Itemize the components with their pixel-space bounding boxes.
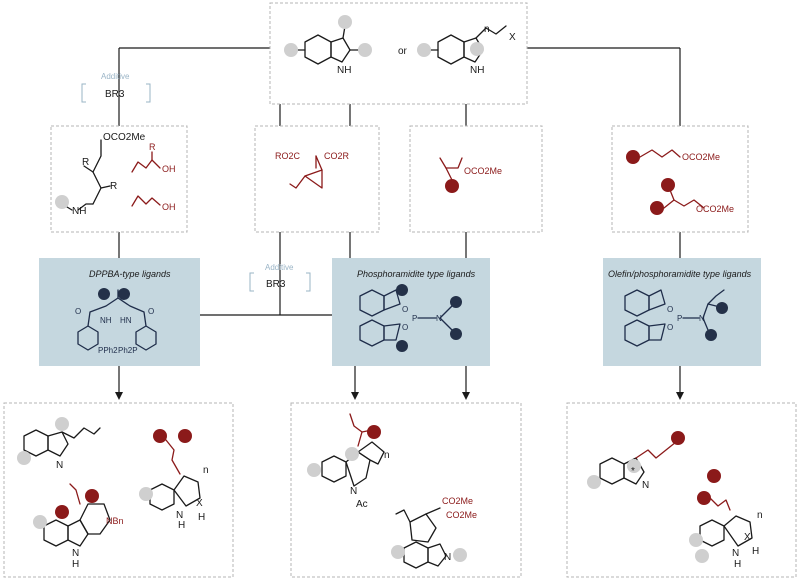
panel-title: Olefin/phosphoramidite type ligands [608,269,752,279]
nh-label: NH [470,65,484,76]
ligand-text: Ph2P [118,346,138,355]
product-text: * [631,466,635,477]
product-box-middle: n N Ac CO2Me CO2Me N [290,402,522,578]
product-text: N [444,552,451,563]
ligand-text: N [699,314,705,323]
product-text: X [196,498,203,509]
ligand-text: O [667,305,673,314]
product-text: N [642,480,649,491]
reagent-text: CO2R [324,151,350,161]
ligand-text: O [148,307,154,316]
panel-title: DPPBA-type ligands [89,269,171,279]
additive-middle: Additive BR3 [249,263,311,292]
reagent-text: NH [72,206,86,217]
product-text: NBn [106,516,124,526]
additive-label: Additive [101,72,130,81]
product-box-right: N * n X N H H [566,402,797,578]
ligand-text: O [667,323,673,332]
additive-left: Additive BR3 [81,72,151,103]
ligand-text: P [677,314,682,323]
product-box-left: N N H n X H NBn N H [3,402,234,578]
reagent-text: OCO2Me [464,166,502,176]
product-text: n [757,510,763,521]
ligand-panel-dppba: DPPBA-type ligands O NH HN O PPh2 Ph2P [39,258,200,366]
ligand-panel-phosphoramidite: Phosphoramidite type ligands O O P N [332,258,490,366]
product-text: H [198,512,205,523]
ligand-text: N [436,314,442,323]
connector-lines [115,47,684,400]
n-label: n [484,24,490,35]
reagent-text: R [149,142,156,152]
reagent-text: OCO2Me [696,204,734,214]
product-text: Ac [356,499,368,510]
product-text: H [734,559,741,570]
ligand-panel-olefin-phosphoramidite: Olefin/phosphoramidite type ligands O O … [603,258,761,366]
product-text: CO2Me [442,496,473,506]
or-label: or [398,46,408,57]
nh-label: NH [337,65,351,76]
product-text: H [178,520,185,531]
product-text: CO2Me [446,510,477,520]
reagent-box-1: OCO2Me R R NH R OH OH [50,125,188,233]
product-text: X [744,532,751,543]
indole-right: NH X n [417,24,516,76]
substrate-box: NH or NH X n [269,2,528,105]
additive-reagent: BR3 [266,279,286,290]
additive-reagent: BR3 [105,89,125,100]
product-text: N [56,460,63,471]
product-text: n [384,450,390,461]
product-text: N [176,510,183,521]
reagent-text: OH [162,164,176,174]
reagent-text: R [110,181,117,192]
reagent-box-2: RO2C CO2R [254,125,380,233]
reagent-text: OH [162,202,176,212]
product-text: n [203,465,209,476]
ligand-text: O [75,307,81,316]
reagent-text: OCO2Me [103,132,146,143]
product-text: H [72,559,79,570]
x-label: X [509,32,516,43]
ligand-text: NH [100,316,112,325]
indole-left: NH [284,15,372,76]
ligand-text: PPh2 [98,346,118,355]
ligand-text: O [402,323,408,332]
ligand-text: P [412,314,417,323]
reagent-box-3: OCO2Me [409,125,543,233]
product-text: N [350,486,357,497]
additive-label: Additive [265,263,294,272]
reagent-text: R [82,157,89,168]
reagent-text: RO2C [275,151,301,161]
product-text: N [72,548,79,559]
reagent-text: OCO2Me [682,152,720,162]
panel-title: Phosphoramidite type ligands [357,269,476,279]
reagent-box-4: OCO2Me OCO2Me [611,125,749,233]
ligand-text: O [402,305,408,314]
product-text: H [752,546,759,557]
product-text: N [732,548,739,559]
ligand-text: HN [120,316,132,325]
